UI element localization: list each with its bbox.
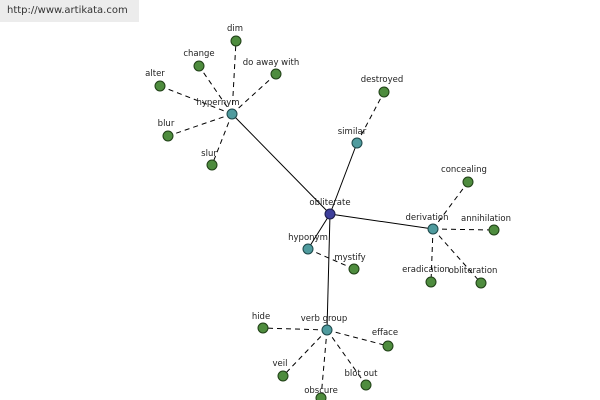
node-change[interactable]: [193, 60, 205, 72]
label-hyponym[interactable]: hyponym: [288, 233, 328, 243]
edge-verb-group-veil: [282, 329, 328, 377]
edge-verb-group-efface: [326, 329, 389, 347]
node-similar[interactable]: [351, 137, 363, 149]
label-destroyed[interactable]: destroyed: [361, 75, 404, 85]
node-concealing[interactable]: [462, 176, 474, 188]
node-blur[interactable]: [162, 130, 174, 142]
edge-hypernym-slur: [211, 113, 233, 166]
edges-layer: [159, 40, 495, 399]
edge-derivation-annihilation: [432, 228, 495, 231]
node-obliterate[interactable]: [324, 208, 336, 220]
label-derivation[interactable]: derivation: [405, 213, 448, 223]
label-eradication[interactable]: eradication: [402, 265, 450, 275]
label-blur[interactable]: blur: [158, 119, 175, 129]
label-verb-group[interactable]: verb group: [301, 314, 348, 324]
label-obliteration[interactable]: obliteration: [449, 266, 498, 276]
node-mystify[interactable]: [348, 263, 360, 275]
node-do-away-with[interactable]: [270, 68, 282, 80]
edge-hypernym-blur: [167, 113, 233, 137]
label-hypernym[interactable]: hypernym: [196, 98, 239, 108]
label-slur[interactable]: slur: [201, 149, 217, 159]
edge-similar-destroyed: [356, 91, 385, 144]
label-obliterate[interactable]: obliterate: [309, 198, 350, 208]
label-efface[interactable]: efface: [372, 328, 398, 338]
nodes-layer: [154, 35, 500, 400]
edge-derivation-obliteration: [432, 228, 482, 284]
edge-obliterate-similar: [329, 142, 358, 215]
watermark-url[interactable]: http://www.artikata.com: [0, 0, 139, 22]
label-concealing[interactable]: concealing: [441, 165, 487, 175]
edge-obliterate-verb-group: [326, 213, 331, 331]
label-change[interactable]: change: [183, 49, 214, 59]
labels-layer: obliterate hypernym similar derivation hypon…: [145, 24, 511, 396]
label-veil[interactable]: veil: [273, 359, 288, 369]
edge-verb-group-hide: [262, 327, 328, 331]
node-hide[interactable]: [257, 322, 269, 334]
edge-obliterate-derivation: [329, 213, 434, 230]
node-alter[interactable]: [154, 80, 166, 92]
node-annihilation[interactable]: [488, 224, 500, 236]
node-blot-out[interactable]: [360, 379, 372, 391]
node-hypernym[interactable]: [226, 108, 238, 120]
edge-derivation-concealing: [432, 181, 469, 230]
label-do-away-with[interactable]: do away with: [243, 58, 299, 68]
edge-obliterate-hyponym: [307, 213, 331, 250]
edge-hypernym-change: [198, 65, 233, 115]
node-dim[interactable]: [230, 35, 242, 47]
label-blot-out[interactable]: blot out: [345, 369, 379, 379]
node-veil[interactable]: [277, 370, 289, 382]
label-mystify[interactable]: mystify: [334, 253, 365, 263]
label-dim[interactable]: dim: [227, 24, 243, 34]
edge-hypernym-dim: [231, 40, 237, 115]
node-derivation[interactable]: [427, 223, 439, 235]
label-obscure[interactable]: obscure: [304, 386, 338, 396]
node-efface[interactable]: [382, 340, 394, 352]
node-obliteration[interactable]: [475, 277, 487, 289]
edge-obliterate-hypernym: [231, 113, 331, 215]
edge-hypernym-alter: [159, 85, 233, 115]
label-hide[interactable]: hide: [252, 312, 270, 322]
node-obscure[interactable]: [315, 392, 327, 400]
node-eradication[interactable]: [425, 276, 437, 288]
label-annihilation[interactable]: annihilation: [461, 214, 511, 224]
node-verb-group[interactable]: [321, 324, 333, 336]
edge-verb-group-blot-out: [326, 329, 367, 386]
edge-verb-group-obscure: [320, 329, 328, 399]
node-hyponym[interactable]: [302, 243, 314, 255]
edge-hypernym-do-away-with: [231, 73, 277, 115]
label-alter[interactable]: alter: [145, 69, 165, 79]
label-similar[interactable]: similar: [338, 127, 367, 137]
node-slur[interactable]: [206, 159, 218, 171]
node-destroyed[interactable]: [378, 86, 390, 98]
